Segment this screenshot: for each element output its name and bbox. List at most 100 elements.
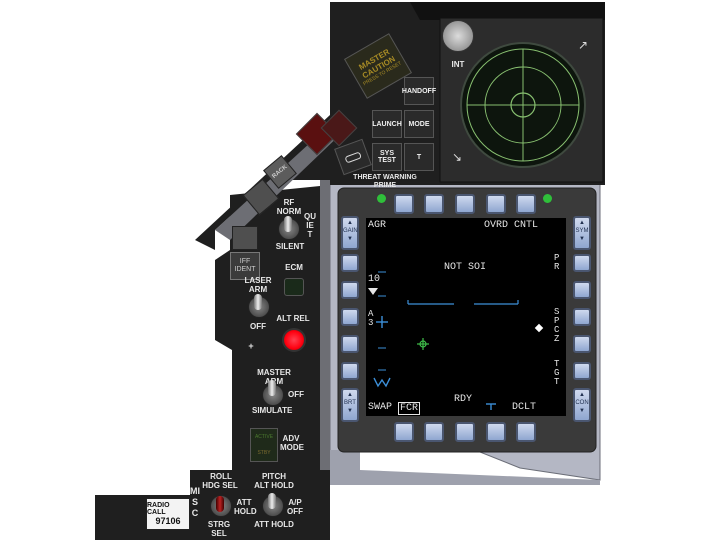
range-arrow-icon [368, 288, 378, 295]
mfd-power-light [377, 194, 386, 203]
tgt-label: T G T [554, 359, 560, 387]
radio-call-plate: RADIO CALL 97106 [146, 498, 190, 530]
rf-norm-label: RF NORM [276, 198, 302, 216]
mode-button[interactable]: MODE [404, 110, 434, 138]
osb-18[interactable] [455, 422, 475, 442]
fcr-label: FCR [398, 402, 421, 415]
mfd: ▲GAIN▼ ▲BRT▼ ▲SYM▼ ▲CON▼ AGR OVRD CNTL N… [338, 188, 596, 452]
master-arm-switch[interactable] [268, 380, 276, 396]
pitch-switch[interactable] [268, 493, 276, 509]
sym-rocker[interactable]: ▲SYM▼ [573, 216, 591, 250]
osb-16[interactable] [394, 422, 414, 442]
ovrd-cntl-label: OVRD CNTL [484, 220, 539, 231]
con-label: CON [575, 400, 589, 406]
osb-19[interactable] [486, 422, 506, 442]
con-rocker[interactable]: ▲CON▼ [573, 388, 591, 422]
launch-button[interactable]: LAUNCH [372, 110, 402, 138]
active-label: ACTIVE [254, 434, 274, 440]
ap-off-label: A/P OFF [287, 498, 303, 516]
silent-label: SILENT [275, 242, 305, 251]
launch-label: LAUNCH [372, 120, 402, 128]
rwr-adjust-top-icon[interactable]: ↗ [578, 38, 589, 52]
sys-test-label: SYS TEST [378, 150, 396, 164]
ship-icon [344, 150, 362, 164]
osb-left-1[interactable] [341, 254, 359, 272]
threat-warning-panel: MASTER CAUTION PRESS TO RESET HANDOFF LA… [290, 15, 440, 189]
agr-label: AGR [368, 220, 387, 231]
radar-symbology [373, 271, 544, 410]
t-button[interactable]: T [404, 143, 434, 171]
rack-label: RACK [271, 164, 289, 180]
ecm-light[interactable] [284, 278, 304, 296]
iff-ident-button[interactable]: IFF IDENT [230, 252, 260, 280]
stby-label: STBY [257, 450, 271, 456]
rf-switch[interactable] [284, 216, 292, 232]
int-label: INT [451, 60, 465, 69]
threat-warning-label: THREAT WARNING [353, 174, 417, 181]
laser-arm-switch[interactable] [254, 294, 262, 310]
osb-left-3[interactable] [341, 308, 359, 326]
adv-mode-button[interactable]: ACTIVE STBY [250, 428, 278, 462]
osb-3[interactable] [455, 194, 475, 214]
osb-1[interactable] [394, 194, 414, 214]
alt-rel-label: ALT REL [276, 314, 310, 323]
osb-right-2[interactable] [573, 281, 591, 299]
osb-right-4[interactable] [573, 335, 591, 353]
osb-left-4[interactable] [341, 335, 359, 353]
osb-right-3[interactable] [573, 308, 591, 326]
handoff-button[interactable]: HANDOFF [401, 77, 437, 105]
simulate-label: SIMULATE [252, 406, 293, 415]
mode-label: MODE [408, 120, 430, 128]
alt-rel-button[interactable] [282, 328, 306, 352]
roll-switch[interactable] [216, 496, 224, 512]
sym-label: SYM [575, 228, 589, 234]
mfd-screen: AGR OVRD CNTL NOT SOI 10 A 3 P R S P C Z… [366, 218, 566, 416]
osb-left-2[interactable] [341, 281, 359, 299]
osb-right-1[interactable] [573, 254, 591, 272]
ecm-label: ECM [285, 263, 303, 272]
rwr-display: INT ↗ ↘ [440, 18, 603, 182]
slant-button-2[interactable] [232, 226, 258, 250]
gain-rocker[interactable]: ▲GAIN▼ [341, 216, 359, 250]
osb-2[interactable] [424, 194, 444, 214]
plus-mark: + [248, 341, 254, 351]
radio-call-number: 97106 [155, 516, 181, 526]
osb-20[interactable] [516, 422, 536, 442]
hdg-sel-label: HDG SEL [202, 481, 238, 490]
laser-arm-label: LASER ARM [244, 276, 272, 294]
azimuth-label: A 3 [368, 309, 374, 328]
gain-label: GAIN [343, 228, 358, 234]
master-arm-off-label: OFF [288, 390, 304, 399]
pitch-att-hold-label: ATT HOLD [254, 520, 294, 529]
int-knob[interactable] [442, 20, 474, 52]
strg-sel-label: STRG SEL [207, 520, 231, 538]
prime-label: PRIME [373, 182, 397, 189]
brt-rocker[interactable]: ▲BRT▼ [341, 388, 359, 422]
spcz-label: S P C Z [554, 307, 560, 344]
pr-label: P R [554, 253, 560, 272]
alt-hold-label: ALT HOLD [254, 481, 294, 490]
radio-call-label: RADIO CALL [147, 502, 170, 516]
roll-att-hold-label: ATT HOLD [234, 498, 257, 516]
not-soi-label: NOT SOI [444, 262, 487, 273]
sys-test-button[interactable]: SYS TEST [372, 143, 402, 171]
dclt-label: DCLT [512, 402, 537, 413]
brt-label: BRT [344, 400, 356, 406]
osb-4[interactable] [486, 194, 506, 214]
osb-17[interactable] [424, 422, 444, 442]
osb-5[interactable] [516, 194, 536, 214]
handoff-label: HANDOFF [401, 87, 437, 95]
laser-off-label: OFF [250, 322, 266, 331]
misc-label: MISC [190, 486, 200, 518]
iff-ident-label: IFF IDENT [234, 258, 256, 273]
roll-label: ROLL [210, 472, 232, 481]
range-label: 10 [368, 274, 381, 285]
pitch-label: PITCH [262, 472, 286, 481]
rwr-scope [460, 42, 586, 168]
osb-left-5[interactable] [341, 362, 359, 380]
osb-right-5[interactable] [573, 362, 591, 380]
rwr-adjust-bottom-icon[interactable]: ↘ [452, 150, 463, 164]
swap-label: SWAP [368, 402, 393, 413]
t-label: T [416, 153, 422, 161]
quiet-label: QUIET [304, 212, 316, 239]
